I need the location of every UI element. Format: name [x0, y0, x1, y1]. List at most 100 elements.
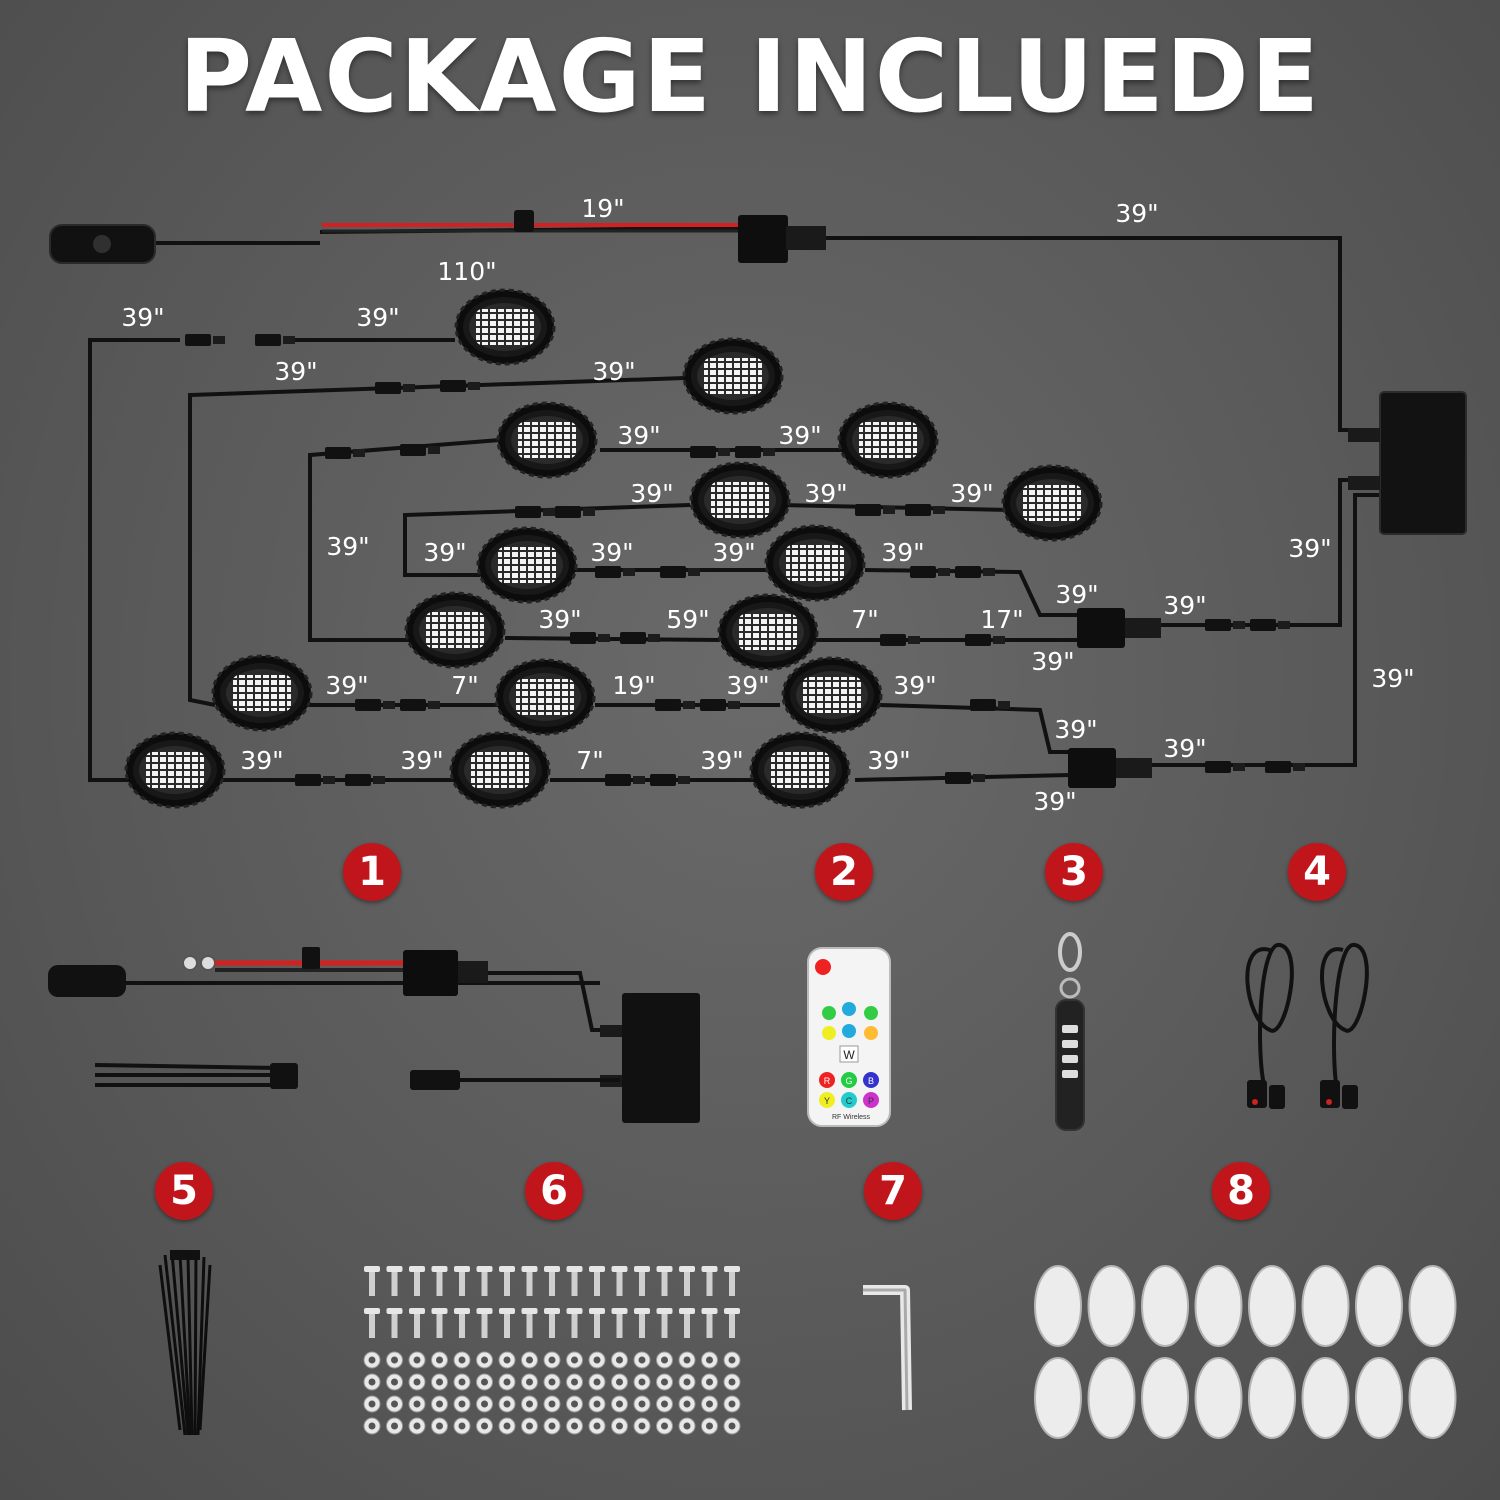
cable-length-label: 7": [451, 671, 478, 700]
item-badge-8: 8: [1212, 1162, 1270, 1220]
washer: [701, 1395, 718, 1413]
cable-length-label: 39": [325, 671, 368, 700]
screw: [701, 1266, 718, 1296]
nut: [723, 1351, 741, 1369]
nut: [588, 1373, 606, 1391]
screws-nuts-icon: [363, 1266, 741, 1435]
nut: [543, 1351, 561, 1369]
screw: [476, 1308, 493, 1338]
nut: [498, 1373, 516, 1391]
adhesive-pad: [1194, 1265, 1243, 1347]
adhesive-pad: [1408, 1265, 1457, 1347]
nut: [701, 1351, 718, 1369]
washer: [656, 1417, 673, 1435]
screw: [679, 1266, 695, 1296]
rock-light-pod: [682, 337, 784, 415]
screw: [499, 1266, 515, 1296]
item-badge-3: 3: [1045, 843, 1103, 901]
screw: [454, 1266, 470, 1296]
screw: [589, 1308, 605, 1338]
adhesive-pads-icon: [1034, 1265, 1457, 1439]
cable-length-label: 39": [1031, 647, 1074, 676]
washer: [476, 1417, 493, 1435]
cable-length-labels: 19" 39" 110" 39" 39" 39" 39" 39" 39" 39" 39" 39" 39"…: [121, 194, 1414, 816]
washer: [408, 1395, 426, 1413]
rock-light-pod: [449, 731, 551, 809]
screw: [544, 1308, 560, 1338]
rock-light-pod: [124, 731, 226, 809]
item-badge-5: 5: [155, 1162, 213, 1220]
cable-length-label: 39": [726, 671, 769, 700]
nut: [431, 1351, 448, 1369]
cable-length-label: 59": [666, 605, 709, 634]
screw: [611, 1308, 628, 1338]
remote-key-w: W: [843, 1048, 855, 1062]
screw: [409, 1266, 425, 1296]
nut: [723, 1373, 741, 1391]
rock-light-pod: [689, 461, 791, 539]
cable-length-label: 39": [590, 538, 633, 567]
screw: [454, 1308, 470, 1338]
rock-light-pod: [837, 401, 939, 479]
nut: [566, 1373, 583, 1391]
control-box-harness-icon: [48, 947, 700, 1123]
screw: [656, 1308, 673, 1338]
cable-length-label: 39": [240, 746, 283, 775]
screw: [499, 1308, 515, 1338]
screw: [521, 1266, 538, 1296]
screw: [566, 1308, 583, 1338]
cable-length-label: 39": [1054, 715, 1097, 744]
rock-light-pod: [476, 526, 578, 604]
cable-length-label: 39": [1115, 199, 1158, 228]
cable-length-label: 7": [851, 605, 878, 634]
washer: [431, 1395, 448, 1413]
cable-length-label: 39": [617, 421, 660, 450]
screw: [701, 1308, 718, 1338]
rock-light-pod: [1001, 464, 1103, 542]
screw: [724, 1308, 740, 1338]
cable-length-label: 39": [630, 479, 673, 508]
adhesive-pad: [1087, 1357, 1136, 1439]
cable-length-label: 39": [1163, 734, 1206, 763]
cable-length-label: 39": [1288, 534, 1331, 563]
washer: [453, 1417, 471, 1435]
rock-light-pod: [211, 654, 313, 732]
screw: [589, 1266, 605, 1296]
nut: [656, 1351, 673, 1369]
washer: [678, 1417, 696, 1435]
splitter-top: [1077, 608, 1161, 648]
nut: [363, 1373, 381, 1391]
washer: [363, 1417, 381, 1435]
nut: [476, 1351, 493, 1369]
remote-key-g: G: [845, 1076, 852, 1086]
page-title: PACKAGE INCLUEDE: [178, 18, 1322, 135]
cable-length-label: 19": [581, 194, 624, 223]
screw: [386, 1266, 403, 1296]
cable-length-label: 39": [1163, 591, 1206, 620]
nut: [543, 1373, 561, 1391]
adhesive-pad: [1355, 1265, 1403, 1347]
rf-remote-icon: W R G B Y C P RF Wireless: [807, 947, 891, 1127]
remote-key-b: B: [868, 1076, 874, 1086]
adhesive-pad: [1248, 1265, 1296, 1347]
cable-length-label: 19": [612, 671, 655, 700]
nut: [633, 1373, 651, 1391]
cable-length-label: 110": [437, 257, 496, 286]
washer: [633, 1395, 651, 1413]
rock-light-pod: [454, 288, 556, 366]
adhesive-pad: [1034, 1265, 1082, 1347]
nut: [611, 1373, 628, 1391]
rock-light-pod: [749, 731, 851, 809]
screw: [656, 1266, 673, 1296]
rock-light-pod: [404, 591, 506, 669]
adhesive-pad: [1034, 1357, 1082, 1439]
adhesive-pad: [1194, 1357, 1243, 1439]
nut: [476, 1373, 493, 1391]
washer: [543, 1395, 561, 1413]
remote-key-c: C: [846, 1096, 853, 1106]
washer: [566, 1395, 583, 1413]
screw: [431, 1308, 448, 1338]
washer: [656, 1395, 673, 1413]
cable-length-label: 39": [893, 671, 936, 700]
rocker-switch: [49, 224, 156, 264]
